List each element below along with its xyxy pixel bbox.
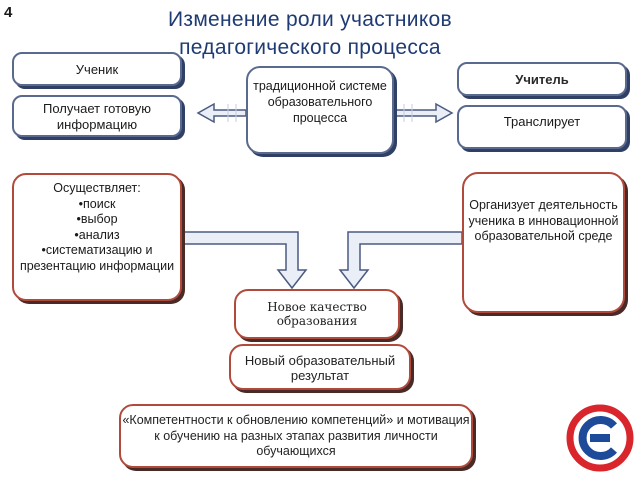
arrow-bent-right-icon <box>338 231 463 290</box>
traditional-system-box: традиционной системе образовательного пр… <box>246 66 394 154</box>
logo-icon <box>566 404 634 472</box>
arrow-bent-left-icon <box>183 231 308 290</box>
new-quality-box: Новое качество образования <box>234 289 400 339</box>
arrow-right-icon <box>393 102 454 124</box>
teacher-box: Учитель <box>457 62 627 96</box>
slide-title: Изменение роли участников педагогическог… <box>168 8 452 59</box>
arrow-left-icon <box>196 102 247 124</box>
student-activities-heading: Осуществляет: <box>53 181 141 195</box>
list-item: выбор <box>14 212 180 228</box>
list-item: поиск <box>14 197 180 213</box>
student-gets-info-box: Получает готовую информацию <box>12 95 182 137</box>
list-item: анализ <box>14 228 180 244</box>
student-box: Ученик <box>12 52 182 86</box>
slide-number: 4 <box>4 4 13 21</box>
teacher-transmits-box: Транслирует <box>457 105 627 149</box>
list-item: систематизацию и презентацию информации <box>14 243 180 274</box>
competencies-box: «Компетентности к обновлению компетенций… <box>119 404 473 468</box>
teacher-organizes-box: Организует деятельность ученика в иннова… <box>462 172 625 313</box>
student-activities-box: Осуществляет: поиск выбор анализ система… <box>12 173 182 301</box>
student-activities-list: поиск выбор анализ систематизацию и през… <box>14 197 180 275</box>
new-result-box: Новый образовательный результат <box>229 344 411 390</box>
